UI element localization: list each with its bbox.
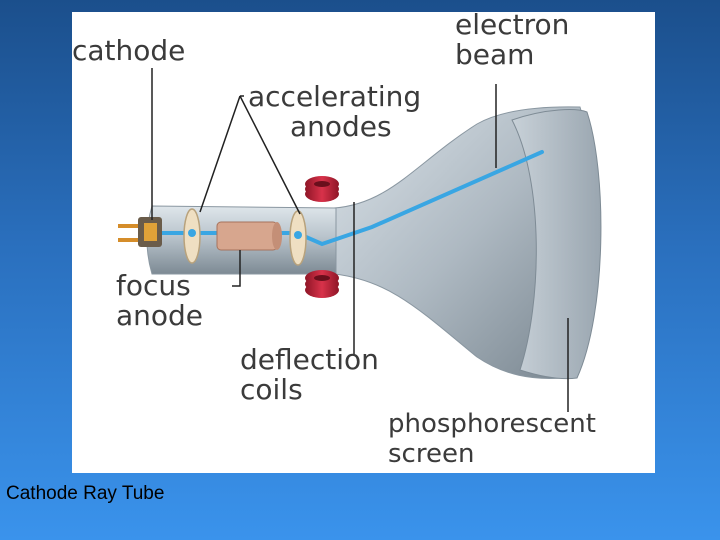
cathode-pin-top	[118, 224, 140, 228]
label-cathode: cathode	[72, 34, 186, 67]
label-deflection-coils: deflection coils	[240, 345, 379, 405]
label-phosphorescent-screen-line1: phosphorescent	[388, 409, 596, 439]
label-deflection-coils-line2: coils	[240, 373, 303, 406]
crt-diagram	[118, 68, 602, 412]
label-accelerating-anodes: accelerating anodes	[248, 82, 421, 142]
leader-focus-anode	[232, 250, 241, 287]
label-focus-anode: focus anode	[116, 271, 203, 331]
label-focus-anode-line2: anode	[116, 299, 204, 332]
label-focus-anode-line1: focus	[116, 269, 191, 302]
label-electron-beam-line2: beam	[455, 38, 535, 71]
deflection-coil-top	[305, 176, 339, 202]
label-electron-beam-line1: electron	[455, 12, 570, 41]
label-accelerating-anodes-line1: accelerating	[248, 80, 422, 113]
cathode-core	[144, 223, 157, 241]
label-deflection-coils-line1: deflection	[240, 343, 379, 376]
accelerating-anode-hole-2	[294, 231, 302, 239]
label-accelerating-anodes-line2: anodes	[290, 110, 392, 143]
label-phosphorescent-screen: phosphorescent screen	[388, 409, 596, 469]
diagram-panel: cathode electron beam accelerating anode…	[72, 12, 655, 473]
leader-accelerating-anodes	[199, 95, 301, 215]
focus-anode-cap	[272, 222, 282, 250]
label-electron-beam: electron beam	[455, 12, 569, 70]
cathode-pin-bottom	[118, 238, 140, 242]
accelerating-anode-hole-1	[188, 229, 196, 237]
phosphorescent-screen-face	[511, 109, 602, 380]
label-phosphorescent-screen-line2: screen	[388, 439, 475, 469]
deflection-coil-bottom	[305, 270, 339, 298]
slide-caption: Cathode Ray Tube	[6, 483, 165, 504]
focus-anode-cylinder	[216, 221, 278, 251]
